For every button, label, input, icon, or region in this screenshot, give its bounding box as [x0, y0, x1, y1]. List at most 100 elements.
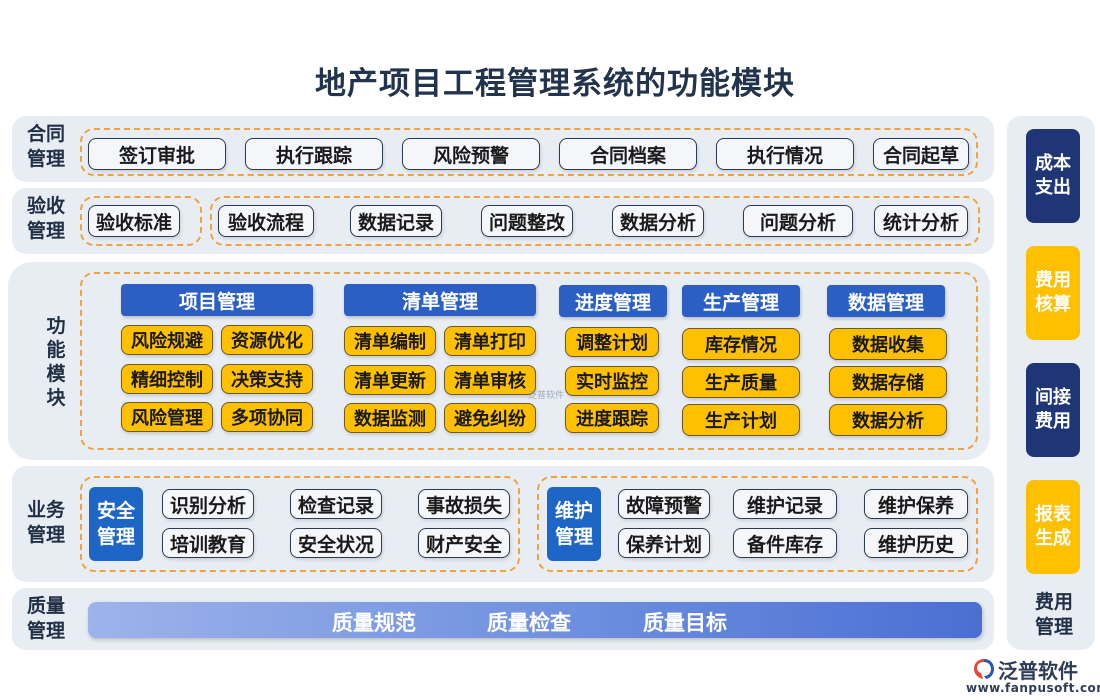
safety-item: 事故损失 — [418, 489, 510, 519]
project-item: 决策支持 — [221, 364, 313, 394]
maintenance-item: 保养计划 — [618, 528, 710, 558]
list-header: 清单管理 — [344, 284, 536, 316]
acceptance-item: 验收标准 — [88, 205, 180, 237]
maintenance-item: 备件库存 — [733, 528, 837, 558]
data-item: 数据收集 — [829, 328, 947, 360]
watermark: 泛普软件 — [528, 391, 565, 401]
contract-item: 执行情况 — [716, 138, 854, 170]
production-item: 生产计划 — [682, 404, 800, 436]
quality-bar — [88, 602, 982, 638]
contract-item: 风险预警 — [402, 138, 540, 170]
acceptance-item: 问题整改 — [481, 205, 573, 237]
cost-box-line2: 生成 — [1035, 528, 1071, 549]
contract-item: 合同起草 — [873, 138, 969, 170]
list-item: 清单打印 — [444, 326, 536, 356]
maintenance-box-line1: 维护 — [554, 500, 593, 522]
production-item: 库存情况 — [682, 328, 800, 360]
quality-label-line2: 管理 — [26, 620, 65, 642]
business-label-line2: 管理 — [26, 524, 65, 546]
maintenance-item: 维护历史 — [864, 528, 968, 558]
safety-box-line1: 安全 — [96, 500, 135, 522]
cost-box-line1: 费用 — [1035, 270, 1071, 291]
production-item: 生产质量 — [682, 366, 800, 398]
project-item: 多项协同 — [221, 402, 313, 432]
contract-item: 执行跟踪 — [245, 138, 383, 170]
brand-logo-url: www.fanpusoft.com — [966, 681, 1100, 695]
cost-box-line2: 核算 — [1035, 294, 1071, 315]
cost-label-line2: 管理 — [1034, 616, 1073, 638]
quality-item: 质量规范 — [332, 611, 416, 635]
page-title: 地产项目工程管理系统的功能模块 — [315, 66, 795, 102]
data-item: 数据存储 — [829, 366, 947, 398]
contract-label-line2: 管理 — [26, 148, 65, 170]
brand-logo: 泛普软件 www.fanpusoft.com — [966, 655, 1100, 697]
cost-box-cost-expense: 成本 支出 — [1026, 129, 1080, 223]
cost-label: 费用 管理 — [1022, 590, 1086, 640]
production-header: 生产管理 — [682, 285, 800, 317]
progress-item: 进度跟踪 — [565, 403, 659, 433]
safety-box-line2: 管理 — [96, 526, 135, 548]
progress-item: 实时监控 — [565, 366, 659, 396]
list-item: 清单编制 — [344, 326, 436, 356]
cost-label-line1: 费用 — [1034, 591, 1073, 613]
function-label-char: 能 — [46, 339, 66, 361]
project-header: 项目管理 — [121, 284, 313, 316]
function-label-char: 块 — [46, 387, 66, 409]
cost-box-line1: 间接 — [1035, 387, 1071, 408]
project-item: 风险规避 — [121, 325, 213, 355]
function-label: 功 能 模 块 — [44, 314, 68, 410]
function-group — [80, 272, 978, 450]
cost-box-line2: 支出 — [1035, 177, 1071, 198]
contract-label-line1: 合同 — [26, 123, 65, 145]
acceptance-group-1 — [80, 196, 202, 246]
brand-logo-icon — [974, 659, 994, 679]
acceptance-item: 验收流程 — [218, 205, 314, 237]
maintenance-item: 维护记录 — [733, 489, 837, 519]
project-item: 资源优化 — [221, 325, 313, 355]
business-label-line1: 业务 — [26, 499, 65, 521]
acceptance-item: 统计分析 — [874, 205, 968, 237]
data-header: 数据管理 — [827, 285, 945, 317]
function-label-char: 模 — [46, 363, 66, 385]
safety-item: 安全状况 — [290, 528, 382, 558]
contract-item: 签订审批 — [88, 138, 226, 170]
contract-group — [80, 128, 978, 176]
safety-item: 识别分析 — [162, 489, 254, 519]
quality-label: 质量 管理 — [18, 594, 74, 644]
function-label-char: 功 — [46, 315, 66, 337]
cost-box-line2: 费用 — [1035, 411, 1071, 432]
list-item: 数据监测 — [344, 403, 436, 433]
acceptance-label-line1: 验收 — [26, 195, 65, 217]
contract-item: 合同档案 — [559, 138, 697, 170]
quality-item: 质量目标 — [643, 611, 727, 635]
maintenance-group — [537, 476, 978, 572]
cost-box-indirect-cost: 间接 费用 — [1026, 363, 1080, 457]
cost-box-line1: 报表 — [1035, 504, 1071, 525]
progress-item: 调整计划 — [565, 327, 659, 357]
business-band — [12, 466, 994, 582]
acceptance-label: 验收 管理 — [18, 194, 74, 244]
maintenance-item: 维护保养 — [864, 489, 968, 519]
maintenance-item: 故障预警 — [618, 489, 710, 519]
cost-box-expense-accounting: 费用 核算 — [1026, 246, 1080, 340]
list-item: 避免纠纷 — [444, 403, 536, 433]
maintenance-box: 维护 管理 — [547, 487, 601, 561]
safety-group — [80, 476, 520, 572]
safety-box: 安全 管理 — [89, 487, 143, 561]
acceptance-label-line2: 管理 — [26, 220, 65, 242]
cost-box-report-generation: 报表 生成 — [1026, 480, 1080, 574]
contract-label: 合同 管理 — [18, 122, 74, 172]
project-item: 风险管理 — [121, 402, 213, 432]
brand-logo-name: 泛普软件 — [998, 659, 1078, 683]
progress-header: 进度管理 — [559, 285, 667, 317]
acceptance-group-2 — [210, 196, 980, 246]
cost-box-line1: 成本 — [1035, 153, 1071, 174]
list-item: 清单更新 — [344, 365, 436, 395]
business-label: 业务 管理 — [18, 498, 74, 548]
quality-item: 质量检查 — [487, 611, 571, 635]
safety-item: 培训教育 — [162, 528, 254, 558]
maintenance-box-line2: 管理 — [554, 526, 593, 548]
acceptance-item: 数据分析 — [612, 205, 704, 237]
safety-item: 检查记录 — [290, 489, 382, 519]
project-item: 精细控制 — [121, 364, 213, 394]
